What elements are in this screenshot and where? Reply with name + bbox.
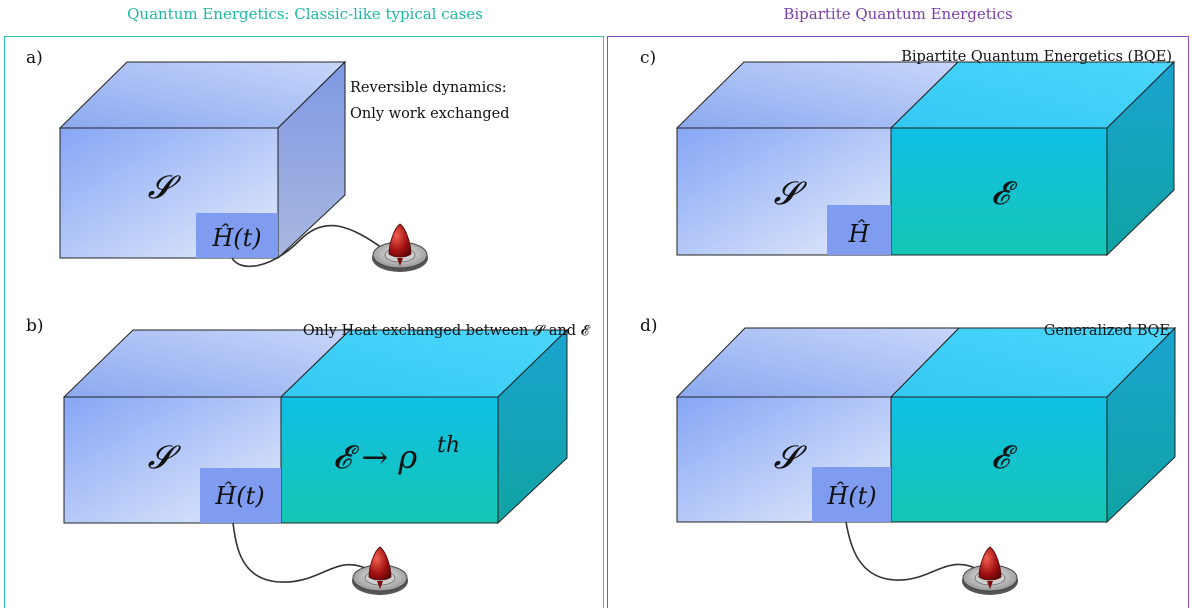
environment-box-c	[889, 60, 1176, 257]
control-knob-icon	[962, 546, 1018, 595]
left-section-frame	[4, 36, 604, 608]
hamiltonian-box-b	[200, 468, 281, 523]
right-section-header: Bipartite Quantum Energetics	[783, 5, 1013, 23]
reversible-dynamics-note: Reversible dynamics: Only work exchanged	[350, 75, 509, 127]
hamiltonian-box-d	[812, 467, 891, 522]
control-wire-b	[232, 522, 366, 583]
note-line-1: Reversible dynamics:	[350, 80, 507, 96]
note-line-2: Only work exchanged	[350, 106, 510, 122]
hamiltonian-box-a	[196, 213, 278, 258]
environment-box-b	[279, 328, 569, 525]
hamiltonian-label-d: Ĥ(t)	[826, 481, 876, 510]
generalized-bqe-note: Generalized BQE	[1043, 323, 1170, 339]
hamiltonian-box-c	[827, 205, 891, 255]
panel-label-b: b)	[26, 316, 44, 336]
control-wire-a	[231, 224, 386, 268]
environment-box-d	[889, 326, 1177, 524]
hamiltonian-label-b: Ĥ(t)	[214, 481, 264, 510]
hamiltonian-label-a: Ĥ(t)	[211, 223, 261, 252]
panel-label-c: c)	[640, 48, 657, 68]
heat-exchange-note: Only Heat exchanged between 𝓢 and 𝓔	[302, 323, 589, 339]
hamiltonian-label-c: Ĥ	[848, 219, 871, 248]
system-box-d	[675, 327, 961, 523]
left-section-header: Quantum Energetics: Classic-like typical…	[127, 5, 483, 23]
environment-symbol-b: 𝓔 → ρ	[333, 438, 417, 476]
thermal-superscript-b: th	[437, 433, 460, 458]
panel-label-d: d)	[640, 316, 658, 336]
control-knob-icon	[352, 546, 408, 595]
bqe-note: Bipartite Quantum Energetics (BQE)	[901, 49, 1172, 65]
control-wire-d	[845, 521, 976, 581]
control-knob-icon	[372, 223, 428, 272]
right-section-frame	[607, 36, 1189, 608]
panel-label-a: a)	[26, 48, 43, 68]
